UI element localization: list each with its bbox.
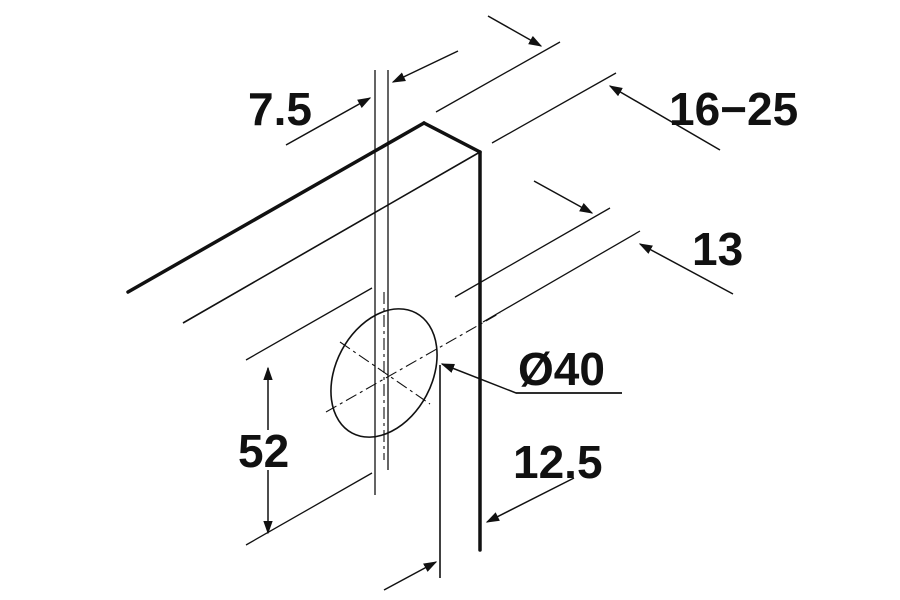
- label-side-offset: 12.5: [513, 436, 603, 488]
- bore-center-lines: [325, 292, 501, 460]
- label-bore-depth: 13: [692, 223, 743, 275]
- ext-52-bottom: [245, 472, 373, 546]
- arrow-7-5-left: [285, 97, 372, 146]
- extension-lines: [245, 41, 641, 546]
- door-face-lines: [182, 151, 481, 578]
- door-top-corner: [422, 121, 482, 154]
- door-top-edge: [126, 121, 426, 294]
- arrow-12-5-right: [485, 477, 575, 523]
- ext-16-25-b: [491, 72, 617, 144]
- ext-16-25-a: [435, 41, 561, 113]
- door-inner-face-line: [182, 151, 481, 324]
- ext-13-b: [482, 230, 641, 323]
- ext-52-top: [245, 287, 373, 361]
- label-door-thickness: 16−25: [669, 83, 798, 135]
- arrow-16-25-top: [487, 15, 543, 47]
- arrow-16-25-bottom: [608, 85, 721, 151]
- ext-13-a: [454, 207, 611, 298]
- bore-hole: [325, 292, 501, 460]
- arrow-13-top: [533, 180, 594, 214]
- label-bore-diameter: Ø40: [518, 343, 605, 395]
- label-edge-offset: 7.5: [248, 83, 312, 135]
- arrow-12-5-left: [383, 561, 438, 591]
- bore-ellipse: [330, 308, 438, 438]
- label-vertical-distance: 52: [238, 425, 289, 477]
- bore-centerline-horizontal: [325, 312, 501, 413]
- arrow-7-5-right: [391, 50, 459, 83]
- door-panel-outline: [126, 121, 482, 552]
- bore-centerline-diagonal: [339, 341, 431, 405]
- arrow-13-bottom: [638, 243, 734, 295]
- dimension-arrows: [263, 15, 734, 591]
